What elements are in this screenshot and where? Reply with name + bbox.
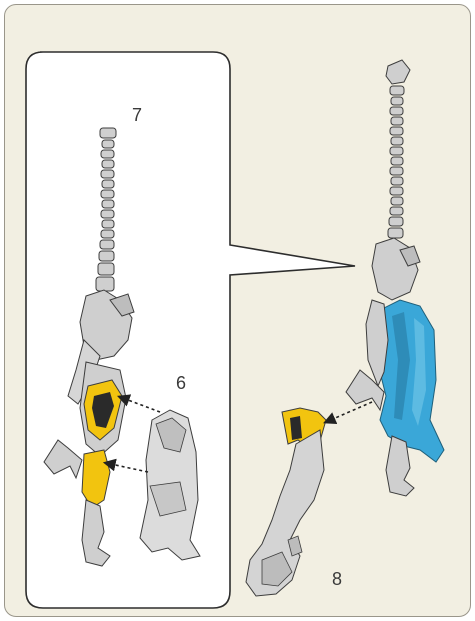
main-spine xyxy=(388,86,404,238)
main-blue-armor xyxy=(378,300,444,462)
step-number-6: 6 xyxy=(176,374,186,392)
dashed-arrow-icon xyxy=(326,402,372,422)
step-number-7: 7 xyxy=(132,106,142,124)
main-head xyxy=(386,60,410,84)
step-number-8: 8 xyxy=(332,570,342,588)
main-figure xyxy=(246,60,444,596)
